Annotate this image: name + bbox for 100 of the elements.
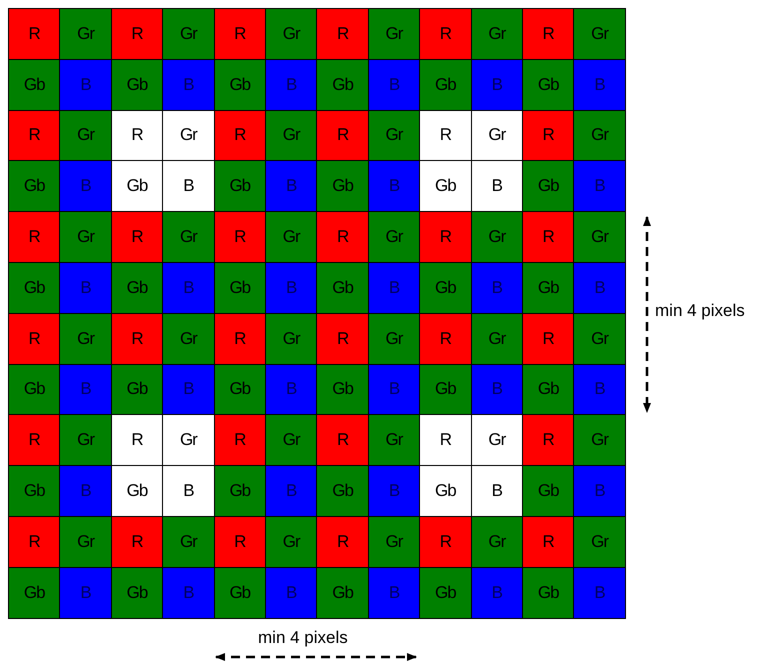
pixel-filter-square: Gb	[8, 262, 60, 314]
pixel-filter-square: Gr	[265, 110, 318, 162]
pixel-filter-square: B	[368, 364, 420, 416]
pixel-filter-square: B	[470, 58, 523, 111]
pixel-filter-square: Gb	[8, 566, 60, 619]
pixel-filter-square: Gr	[162, 8, 215, 60]
pixel-filter-square: B	[59, 566, 112, 619]
pixel-filter-square: R	[522, 312, 574, 365]
dimension-label: min 4 pixels	[655, 301, 745, 321]
pixel-filter-square: Gb	[316, 566, 369, 619]
pixel-filter-square: Gb	[316, 160, 369, 212]
pixel-filter-square: B	[573, 262, 626, 314]
pixel-filter-square: Gb	[8, 465, 60, 517]
pixel-filter-square: B	[265, 160, 318, 212]
pixel-filter-square: R	[316, 414, 369, 466]
pixel-filter-square: R	[316, 312, 369, 365]
pixel-filter-square: Gb	[110, 58, 164, 111]
pixel-filter-square: R	[522, 8, 574, 60]
pixel-filter-square: R	[214, 312, 266, 365]
pixel-filter-square: R	[522, 414, 574, 466]
pixel-filter-square: B	[573, 58, 626, 111]
pixel-filter-square: Gr	[470, 312, 523, 365]
pixel-filter-square: R	[419, 8, 472, 60]
pixel-filter-square: Gb	[419, 364, 472, 416]
pixel-filter-square: R	[316, 110, 369, 162]
pixel-filter-square: B	[265, 465, 318, 517]
pixel-filter-square: Gb	[522, 364, 574, 416]
pixel-filter-square: Gb	[316, 262, 369, 314]
pixel-filter-square: Gr	[470, 8, 523, 60]
pixel-filter-square: B	[162, 262, 215, 314]
pixel-filter-square: B	[368, 566, 420, 619]
pixel-filter-square: Gr	[573, 414, 626, 466]
pixel-filter-square: Gb	[419, 58, 472, 111]
pixel-filter-square: B	[368, 160, 420, 212]
pixel-filter-square: Gb	[214, 566, 266, 619]
pixel-filter-square: R	[8, 211, 60, 263]
pixel-filter-square: B	[265, 364, 318, 416]
pixel-filter-square: Gb	[522, 566, 574, 619]
pixel-filter-square: R	[8, 8, 60, 60]
pixel-filter-square: R	[522, 211, 574, 263]
pixel-filter-square: B	[265, 58, 318, 111]
pixel-filter-square: Gr	[59, 312, 112, 365]
pixel-filter-square: Gr	[573, 312, 626, 365]
pixel-filter-square: B	[162, 364, 215, 416]
pixel-filter-square: Gr	[162, 211, 215, 263]
pixel-filter-square: B	[470, 262, 523, 314]
pixel-filter-square: Gr	[59, 211, 112, 263]
pixel-filter-square: Gr	[162, 312, 215, 365]
pixel-filter-square: Gr	[59, 8, 112, 60]
pixel-filter-square: B	[59, 465, 112, 517]
pixel-filter-square: Gr	[265, 211, 318, 263]
pixel-filter-square: R	[522, 110, 574, 162]
pixel-filter-square: Gb	[214, 58, 266, 111]
pixel-filter-square: Gr	[573, 8, 626, 60]
pixel-filter-square: Gr	[265, 8, 318, 60]
pixel-filter-square: R	[110, 211, 164, 263]
pixel-filter-square: R	[8, 516, 60, 568]
pixel-filter-square: Gb	[522, 58, 574, 111]
pixel-filter-square: Gb	[8, 58, 60, 111]
pixel-filter-square: Gb	[110, 364, 164, 416]
pixel-filter-square: B	[59, 58, 112, 111]
pixel-filter-square: B	[265, 566, 318, 619]
pixel-filter-square: Gb	[8, 364, 60, 416]
pixel-filter-square: Gr	[368, 312, 420, 365]
pixel-filter-square: B	[573, 160, 626, 212]
pixel-filter-square: B	[368, 58, 420, 111]
pixel-filter-square: B	[162, 58, 215, 111]
pixel-filter-square: Gr	[59, 414, 112, 466]
pixel-filter-square: B	[573, 566, 626, 619]
pixel-filter-square: B	[59, 364, 112, 416]
pixel-filter-square: R	[8, 414, 60, 466]
pixel-filter-square: Gb	[522, 160, 574, 212]
pixel-filter-square: Gb	[316, 465, 369, 517]
pixel-filter-square: Gb	[214, 160, 266, 212]
pixel-filter-square: Gr	[470, 516, 523, 568]
pixel-filter-square: Gr	[573, 211, 626, 263]
pixel-filter-square: R	[419, 312, 472, 365]
pixel-filter-square: Gr	[265, 312, 318, 365]
pixel-filter-square: Gb	[214, 364, 266, 416]
pixel-filter-square: B	[59, 160, 112, 212]
pixel-filter-square: R	[214, 110, 266, 162]
pixel-filter-square: Gb	[214, 262, 266, 314]
pixel-filter-square: Gb	[110, 566, 164, 619]
pixel-filter-square: Gb	[419, 566, 472, 619]
pixel-filter-square: R	[419, 516, 472, 568]
pixel-filter-square: B	[368, 262, 420, 314]
pixel-filter-square: R	[522, 516, 574, 568]
pixel-filter-square: Gr	[368, 8, 420, 60]
pixel-filter-square: Gr	[368, 211, 420, 263]
pixel-filter-square: Gr	[368, 414, 420, 466]
pixel-filter-square: R	[214, 8, 266, 60]
pixel-filter-square: R	[316, 516, 369, 568]
pixel-filter-square: B	[470, 364, 523, 416]
pixel-filter-square: Gr	[265, 516, 318, 568]
pixel-filter-square: R	[110, 8, 164, 60]
pixel-filter-square: Gb	[110, 262, 164, 314]
pixel-filter-square: B	[573, 465, 626, 517]
pixel-filter-square: B	[59, 262, 112, 314]
pixel-filter-square: Gb	[419, 262, 472, 314]
pixel-filter-square: Gr	[573, 110, 626, 162]
